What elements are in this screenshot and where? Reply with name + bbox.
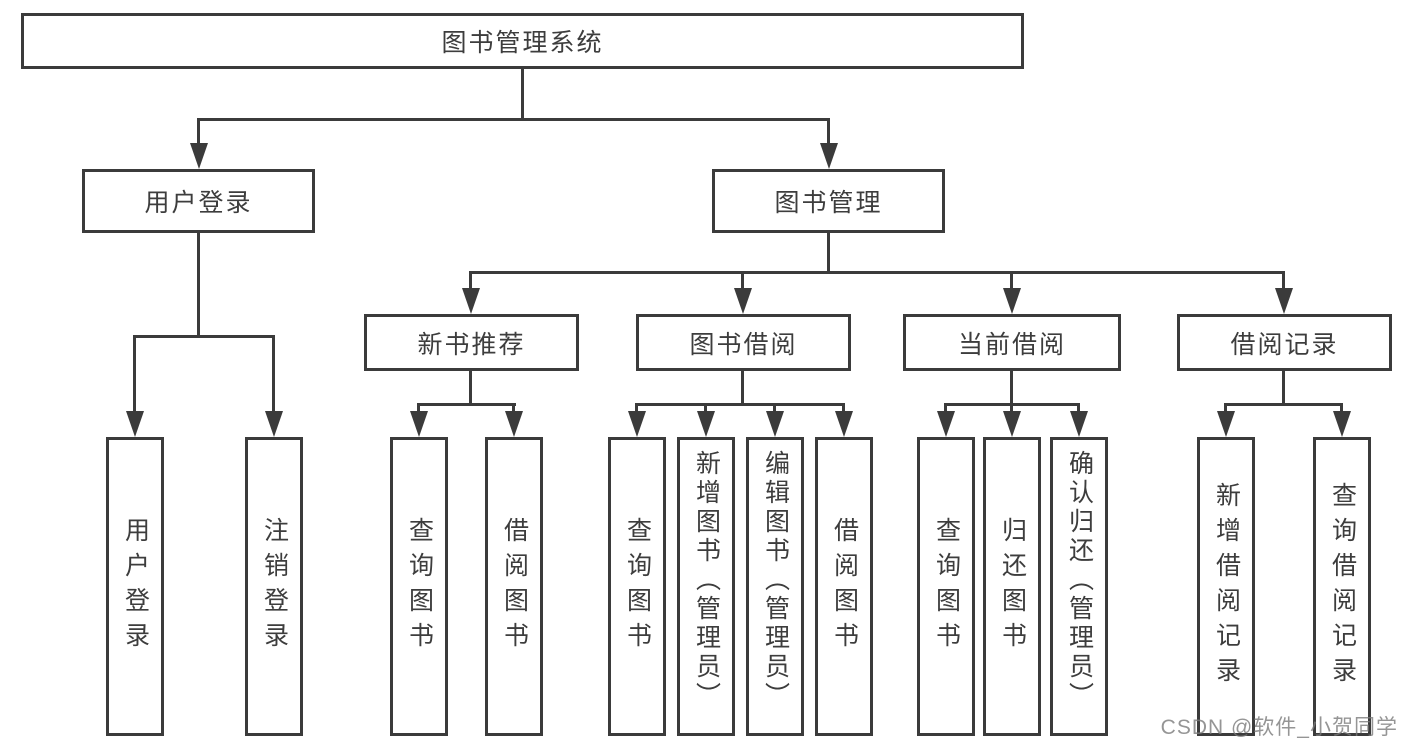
connector-leaf-drop [842, 403, 845, 415]
arrowhead [505, 411, 523, 437]
node-label: 图书借阅 [689, 330, 798, 359]
arrowhead [1003, 411, 1021, 437]
node-new-book-recommend: 新书推荐 [364, 314, 579, 371]
node-label: 用户登录 [121, 516, 150, 657]
connector-leaf-drop [1224, 403, 1227, 415]
arrowhead [190, 143, 208, 169]
connector-leaf-drop [704, 403, 707, 415]
node-label: 用户登录 [144, 189, 253, 217]
node-label: 查询借阅记录 [1328, 481, 1357, 692]
connector-leaf-drop [1077, 403, 1080, 415]
node-label: 注销登录 [260, 516, 289, 657]
connector-current-stem [1010, 371, 1013, 405]
connector-borrowing-bar [635, 403, 845, 406]
arrowhead [835, 411, 853, 437]
connector-user-login-drop-1 [133, 335, 136, 413]
arrowhead [734, 288, 752, 314]
connector-leaf-drop [417, 403, 420, 415]
connector-level3-bar [469, 271, 1285, 274]
connector-user-login-stem [197, 233, 200, 336]
leaf-recommend-query-books: 查询图书 [390, 437, 448, 736]
connector-records-stem [1282, 371, 1285, 405]
connector-leaf-drop [635, 403, 638, 415]
leaf-recommend-borrow-books: 借阅图书 [485, 437, 543, 736]
arrowhead [937, 411, 955, 437]
leaf-borrowing-borrow-books: 借阅图书 [815, 437, 873, 736]
node-label: 编辑图书（管理员） [761, 450, 790, 711]
connector-level2-bar [197, 118, 830, 121]
arrowhead [697, 411, 715, 437]
leaf-logout-login: 注销登录 [245, 437, 303, 736]
arrowhead [410, 411, 428, 437]
node-book-borrowing: 图书借阅 [636, 314, 851, 371]
arrowhead [1217, 411, 1235, 437]
connector-level2-drop-right [827, 118, 830, 146]
node-user-login: 用户登录 [82, 169, 315, 233]
connector-borrowing-stem [741, 371, 744, 405]
connector-leaf-drop [1010, 403, 1013, 415]
node-label: 查询图书 [932, 516, 961, 657]
leaf-current-confirm-return-admin: 确认归还（管理员） [1050, 437, 1108, 736]
arrowhead [820, 143, 838, 169]
arrowhead [1003, 288, 1021, 314]
connector-level3-drop-2 [741, 271, 744, 291]
csdn-watermark: CSDN @软件_小贺同学 [1160, 716, 1398, 739]
arrowhead [462, 288, 480, 314]
node-label: 查询图书 [623, 516, 652, 657]
node-label: 归还图书 [998, 516, 1027, 657]
node-label: 新增图书（管理员） [692, 450, 721, 711]
connector-leaf-drop [512, 403, 515, 415]
leaf-records-add-borrow-record: 新增借阅记录 [1197, 437, 1255, 736]
leaf-borrowing-add-books-admin: 新增图书（管理员） [677, 437, 735, 736]
arrowhead [766, 411, 784, 437]
node-label: 借阅图书 [830, 516, 859, 657]
connector-recommend-stem [469, 371, 472, 405]
node-label: 查询图书 [405, 516, 434, 657]
connector-root-stem [521, 69, 524, 119]
node-library-management-system: 图书管理系统 [21, 13, 1024, 69]
arrowhead [265, 411, 283, 437]
connector-level2-drop-left [197, 118, 200, 146]
connector-user-login-bar [133, 335, 275, 338]
node-label: 借阅记录 [1230, 330, 1339, 359]
node-label: 图书管理系统 [441, 29, 604, 57]
node-current-borrowing: 当前借阅 [903, 314, 1121, 371]
arrowhead [628, 411, 646, 437]
node-label: 确认归还（管理员） [1065, 450, 1094, 711]
node-label: 新书推荐 [417, 330, 526, 359]
node-borrowing-records: 借阅记录 [1177, 314, 1392, 371]
connector-level3-drop-4 [1282, 271, 1285, 291]
leaf-borrowing-edit-books-admin: 编辑图书（管理员） [746, 437, 804, 736]
leaf-user-login: 用户登录 [106, 437, 164, 736]
connector-level3-drop-3 [1010, 271, 1013, 291]
connector-records-bar [1224, 403, 1343, 406]
arrowhead [1275, 288, 1293, 314]
node-label: 图书管理 [774, 189, 883, 217]
leaf-current-return-books: 归还图书 [983, 437, 1041, 736]
node-label: 新增借阅记录 [1212, 481, 1241, 692]
connector-leaf-drop [773, 403, 776, 415]
leaf-borrowing-query-books: 查询图书 [608, 437, 666, 736]
leaf-current-query-books: 查询图书 [917, 437, 975, 736]
connector-book-management-stem [827, 233, 830, 273]
arrowhead [126, 411, 144, 437]
leaf-records-query-borrow-record: 查询借阅记录 [1313, 437, 1371, 736]
connector-leaf-drop [1340, 403, 1343, 415]
node-label: 借阅图书 [500, 516, 529, 657]
node-book-management: 图书管理 [712, 169, 945, 233]
arrowhead [1333, 411, 1351, 437]
connector-recommend-bar [417, 403, 516, 406]
connector-level3-drop-1 [469, 271, 472, 291]
arrowhead [1070, 411, 1088, 437]
node-label: 当前借阅 [957, 330, 1066, 359]
connector-user-login-drop-2 [272, 335, 275, 413]
connector-leaf-drop [944, 403, 947, 415]
